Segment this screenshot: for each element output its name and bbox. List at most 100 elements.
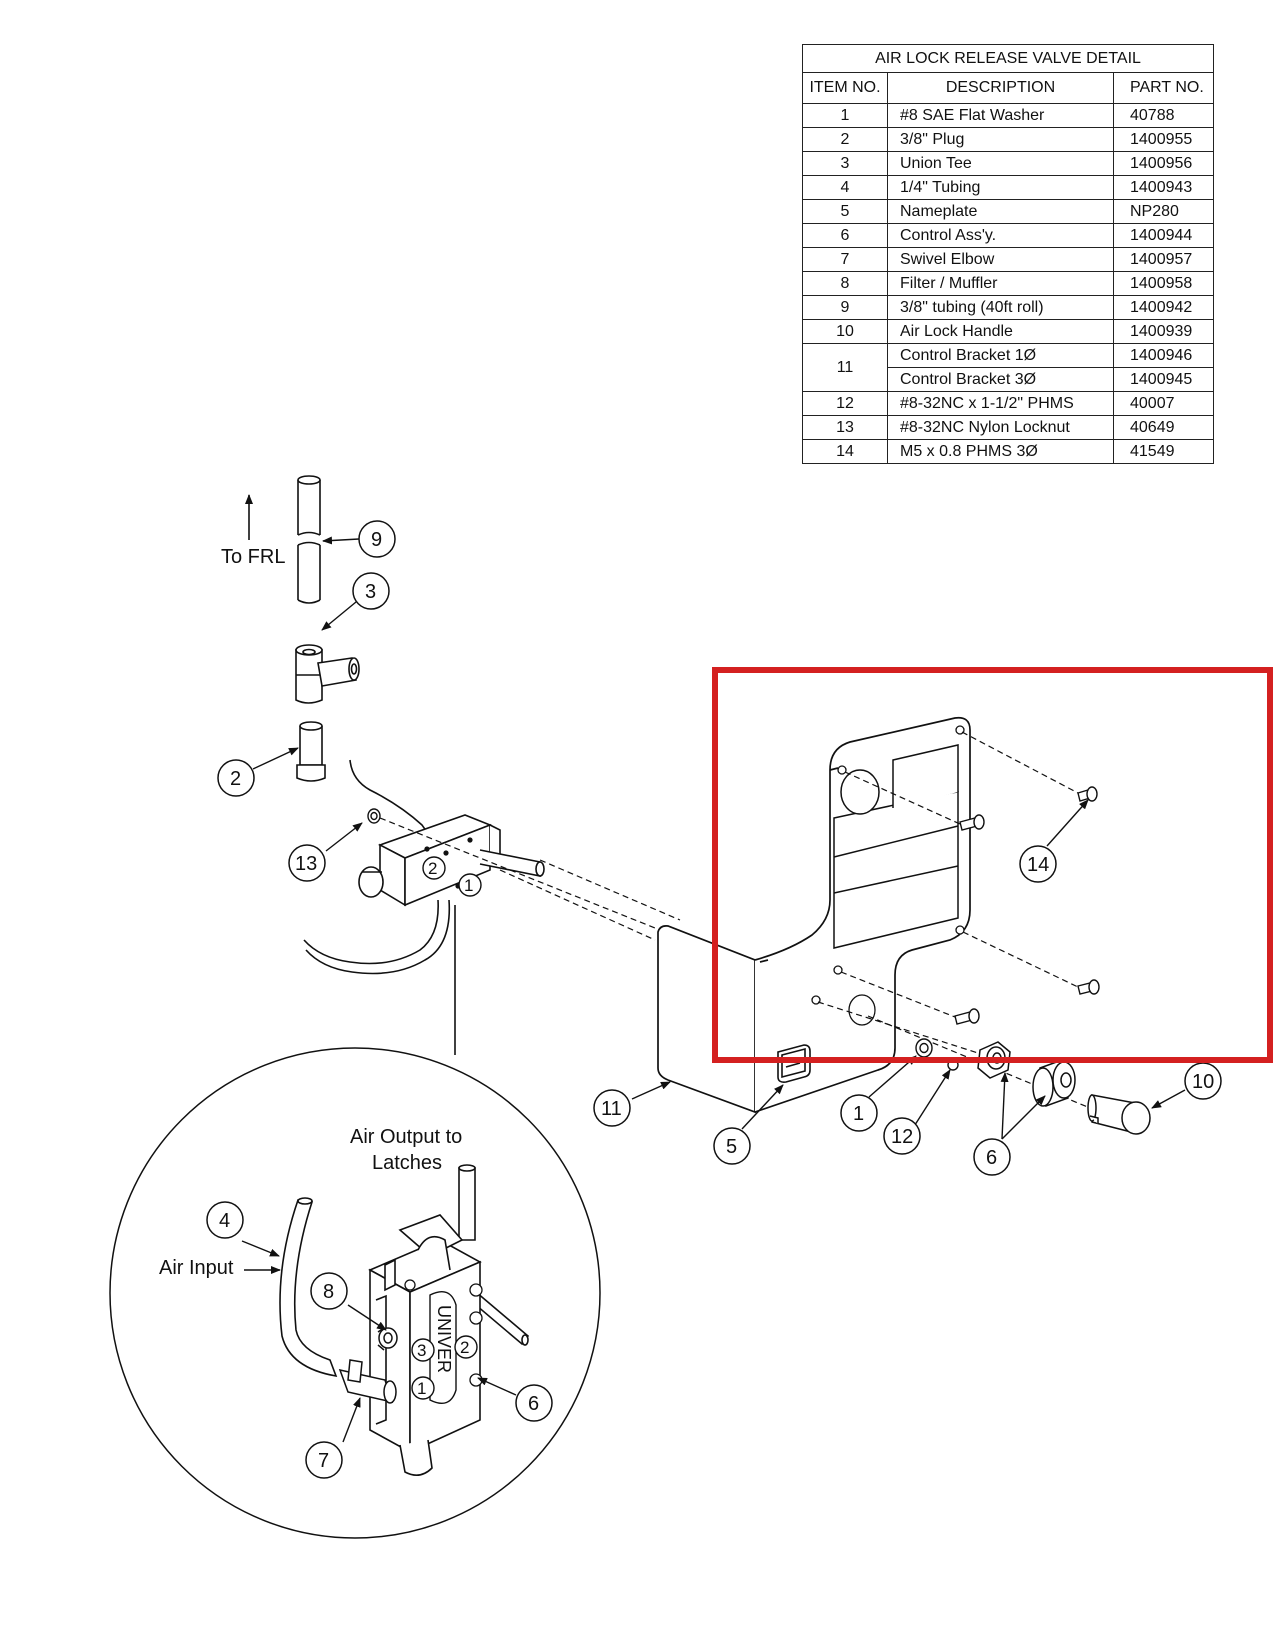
air-output-label-line1: Air Output to (350, 1126, 462, 1148)
callout-6: 6 (986, 1147, 997, 1169)
detail-circle (109, 1047, 601, 1539)
row-item: 10 (802, 319, 888, 344)
callout-1: 1 (853, 1103, 864, 1125)
table-row: 12 #8-32NC x 1-1/2" PHMS 40007 (802, 391, 1214, 416)
row-part: 41549 (1113, 439, 1214, 464)
row-item: 12 (802, 391, 888, 416)
table-row: 14 M5 x 0.8 PHMS 3Ø 41549 (802, 439, 1214, 464)
row-description: Swivel Elbow (887, 247, 1114, 272)
row-description: #8-32NC x 1-1/2" PHMS (887, 391, 1114, 416)
row-part: 40788 (1113, 103, 1214, 128)
port-3-label: 3 (417, 1341, 426, 1360)
valve-body (349, 759, 545, 907)
plug (296, 721, 326, 782)
table-row: 1 #8 SAE Flat Washer 40788 (802, 103, 1214, 128)
union-tee (295, 644, 360, 704)
port-3-marker (411, 1338, 435, 1362)
callout-7: 7 (318, 1450, 329, 1472)
locknut (367, 808, 381, 824)
row-part: 1400957 (1113, 247, 1214, 272)
muffler (377, 1327, 398, 1351)
table-row: 5 Nameplate NP280 (802, 199, 1214, 224)
row-description: Control Ass'y. (887, 223, 1114, 248)
row-part: 1400944 (1113, 223, 1214, 248)
row-description: 3/8" Plug (887, 127, 1114, 152)
callout-6-detail: 6 (528, 1393, 539, 1415)
leader-lines (241, 536, 1186, 1443)
air-output-label-line2: Latches (372, 1152, 442, 1174)
valve-brand-text: UNIVER (434, 1305, 454, 1373)
callout-9: 9 (371, 529, 382, 551)
row-description: Air Lock Handle (887, 319, 1114, 344)
callout-14: 14 (1027, 854, 1049, 876)
row-description: Control Bracket 3Ø (887, 367, 1114, 392)
row-description: 1/4" Tubing (887, 175, 1114, 200)
table-row: 4 1/4" Tubing 1400943 (802, 175, 1214, 200)
row-part: 1400942 (1113, 295, 1214, 320)
row-item: 2 (802, 127, 888, 152)
row-part: 1400943 (1113, 175, 1214, 200)
to-frl-label: To FRL (221, 546, 285, 568)
port-1-marker (458, 873, 482, 897)
row-part: 1400939 (1113, 319, 1214, 344)
callout-5: 5 (726, 1136, 737, 1158)
row-item: 8 (802, 271, 888, 296)
air-input-label: Air Input (159, 1257, 234, 1279)
row-description: Union Tee (887, 151, 1114, 176)
swivel-elbow (338, 1359, 397, 1404)
alignment-dashes-valve (379, 817, 681, 941)
table-row: 6 Control Ass'y. 1400944 (802, 223, 1214, 248)
air-lines (303, 899, 456, 1055)
bracket-window (833, 744, 959, 949)
screws (954, 786, 1100, 1025)
table-row: 3 Union Tee 1400956 (802, 151, 1214, 176)
table-row: 7 Swivel Elbow 1400957 (802, 247, 1214, 272)
parts-table: AIR LOCK RELEASE VALVE DETAIL ITEM NO. D… (802, 44, 1214, 464)
table-row: 10 Air Lock Handle 1400939 (802, 319, 1214, 344)
port-2-label: 2 (428, 859, 437, 878)
row-part: NP280 (1113, 199, 1214, 224)
air-lock-handle (1087, 1094, 1151, 1135)
port-1-detail-label: 1 (417, 1379, 426, 1398)
row-description: M5 x 0.8 PHMS 3Ø (887, 439, 1114, 464)
row-item: 5 (802, 199, 888, 224)
row-part: 40007 (1113, 391, 1214, 416)
callout-11: 11 (601, 1098, 622, 1120)
row-item: 3 (802, 151, 888, 176)
detail-holes (404, 1279, 483, 1387)
row-item: 14 (802, 439, 888, 464)
port-2-marker (422, 856, 446, 880)
callout-2: 2 (230, 768, 241, 790)
washer (915, 1038, 959, 1071)
control-knob (1032, 1058, 1076, 1108)
table-row: 8 Filter / Muffler 1400958 (802, 271, 1214, 296)
callout-4: 4 (219, 1210, 230, 1232)
table-title-row: AIR LOCK RELEASE VALVE DETAIL (802, 44, 1214, 73)
port-2-detail-label: 2 (460, 1338, 469, 1357)
row-part: 1400956 (1113, 151, 1214, 176)
row-part: 1400958 (1113, 271, 1214, 296)
bracket-holes (811, 725, 965, 1026)
port-1-detail-marker (411, 1376, 435, 1400)
callouts (206, 520, 1222, 1479)
port-1-label: 1 (464, 876, 473, 895)
port-2-detail-marker (454, 1335, 478, 1359)
callout-12: 12 (891, 1126, 913, 1148)
row-item: 11 (802, 343, 888, 392)
table-title: AIR LOCK RELEASE VALVE DETAIL (802, 44, 1214, 73)
header-item-no: ITEM NO. (802, 72, 888, 104)
table-row: 2 3/8" Plug 1400955 (802, 127, 1214, 152)
table-row: 9 3/8" tubing (40ft roll) 1400942 (802, 295, 1214, 320)
row-description: 3/8" tubing (40ft roll) (887, 295, 1114, 320)
callout-13: 13 (295, 853, 317, 875)
callout-8: 8 (323, 1281, 334, 1303)
callout-10: 10 (1192, 1071, 1214, 1093)
highlight-box (712, 667, 1273, 1063)
tubing-upper (297, 475, 321, 604)
table-header-row: ITEM NO. DESCRIPTION PART NO. (802, 72, 1214, 104)
callout-3: 3 (365, 581, 376, 603)
row-part: 40649 (1113, 415, 1214, 440)
header-part-no: PART NO. (1113, 72, 1214, 104)
nameplate (777, 1044, 811, 1083)
